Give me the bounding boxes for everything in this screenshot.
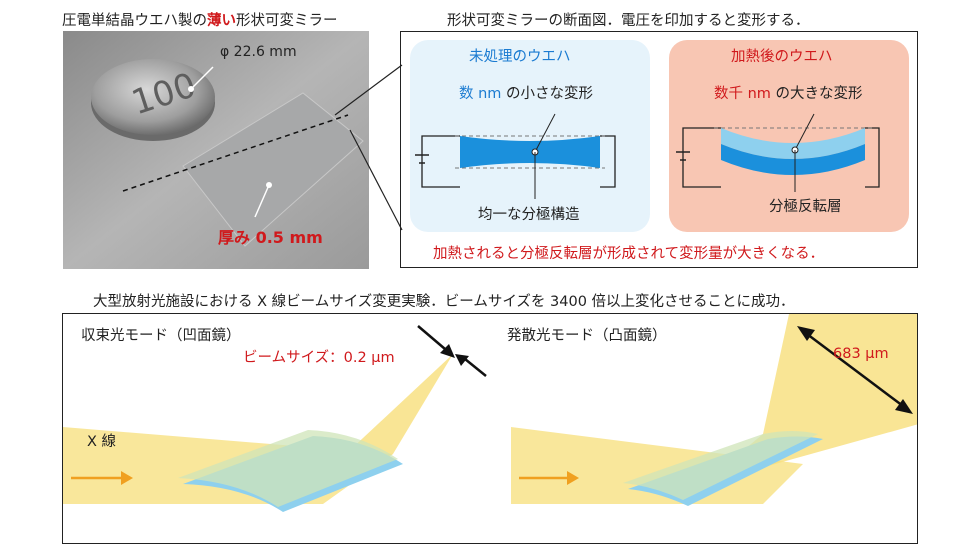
untreated-title: 未処理のウエハ [469,49,571,65]
heated-diagram [676,113,880,192]
converge-mode-label: 収束光モード（凹面鏡） [81,328,241,344]
cross-section-caption: 形状可変ミラーの断面図．電圧を印加すると変形する． [447,13,810,29]
xray-arrow-left [121,471,133,485]
uniform-polarization-label: 均一な分極構造 [478,207,580,223]
wafer-mirror [182,92,364,247]
mirror-photo: 100 φ 22.6 mm 厚み 0.5 mm [63,31,369,269]
base-layer [721,144,865,175]
inverted-layer-label: 分極反転層 [769,199,842,215]
photo-caption: 圧電単結晶ウエハ製の薄い形状可変ミラー [62,13,338,29]
untreated-deform-label: 数 nm の小さな変形 [459,86,594,102]
beam-size-small: ビームサイズ：0.2 μm [243,350,395,366]
beam-size-large: 683 μm [833,346,889,362]
coin [91,59,215,135]
thickness-label: 厚み 0.5 mm [218,228,323,247]
experiment-caption: 大型放射光施設における X 線ビームサイズ変更実験．ビームサイズを 3400 倍… [93,294,795,310]
heated-title: 加熱後のウエハ [731,49,833,65]
thin-emphasis: 薄い [207,13,236,29]
inverted-layer [721,128,865,159]
xray-label: X 線 [87,434,117,450]
cross-section-conclusion: 加熱されると分極反転層が形成されて変形量が大きくなる． [433,246,825,262]
untreated-diagram [415,113,616,199]
heated-deform-label: 数千 nm の大きな変形 [714,86,863,102]
coin-diameter-label: φ 22.6 mm [220,44,297,60]
diverge-mode-label: 発散光モード（凸面鏡） [507,328,667,344]
section-line [122,114,349,192]
mirror-photo-illustration: 100 [63,31,369,269]
untreated-wafer [460,136,600,168]
heated-panel: 加熱後のウエハ 数千 nm の大きな変形 分極反転層 [669,40,909,232]
untreated-panel: 未処理のウエハ 数 nm の小さな変形 均一な分極構造 [410,40,650,232]
cross-section-frame: 未処理のウエハ 数 nm の小さな変形 均一な分極構造 加熱後のウエハ 数千 n… [400,31,918,268]
xray-arrow-right [567,471,579,485]
experiment-diagram [63,314,917,512]
experiment-frame: 収束光モード（凹面鏡） ビームサイズ：0.2 μm X 線 発散光モード（凸面鏡… [62,313,918,544]
